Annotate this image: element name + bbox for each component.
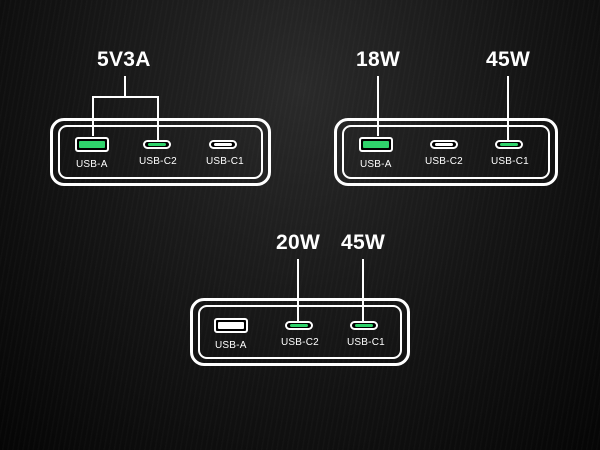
config-1-power-bank-outline bbox=[50, 118, 271, 186]
config-1-usb-a-port bbox=[75, 137, 109, 152]
config-2-usb-a-port bbox=[359, 137, 393, 152]
usb-c-port-icon bbox=[148, 143, 166, 146]
config-1-usb-c1-label: USB-C1 bbox=[206, 156, 244, 167]
usb-a-port-icon bbox=[218, 322, 244, 329]
config-1-port-panel bbox=[58, 125, 263, 179]
config-2-spec-label-a: 18W bbox=[356, 48, 401, 71]
config-3-usb-c2-port bbox=[285, 321, 313, 330]
config-1-usb-a-label: USB-A bbox=[76, 159, 108, 170]
config-3-spec-label-b: 45W bbox=[341, 231, 386, 254]
bracket-left-leg bbox=[92, 96, 94, 136]
config-2-usb-c2-label: USB-C2 bbox=[425, 156, 463, 167]
config-2-usb-c1-label: USB-C1 bbox=[491, 156, 529, 167]
bracket-stem bbox=[124, 76, 126, 97]
config-3-usb-c1-port bbox=[350, 321, 378, 330]
pointer-line bbox=[507, 76, 509, 141]
usb-a-port-icon bbox=[363, 141, 389, 148]
config-3-usb-a-label: USB-A bbox=[215, 340, 247, 351]
config-2-usb-c1-port bbox=[495, 140, 523, 149]
config-2-spec-label-b: 45W bbox=[486, 48, 531, 71]
pointer-line bbox=[362, 259, 364, 321]
bracket-bar bbox=[92, 96, 159, 98]
usb-c-port-icon bbox=[214, 143, 232, 146]
config-1-spec-label: 5V3A bbox=[97, 48, 151, 71]
config-2-power-bank-outline bbox=[334, 118, 558, 186]
config-1-usb-c2-label: USB-C2 bbox=[139, 156, 177, 167]
usb-c-port-icon bbox=[355, 324, 373, 327]
usb-c-port-icon bbox=[500, 143, 518, 146]
config-2-usb-c2-port bbox=[430, 140, 458, 149]
config-2-usb-a-label: USB-A bbox=[360, 159, 392, 170]
config-3-usb-c1-label: USB-C1 bbox=[347, 337, 385, 348]
config-1-usb-c1-port bbox=[209, 140, 237, 149]
usb-a-port-icon bbox=[79, 141, 105, 148]
config-2-port-panel bbox=[342, 125, 550, 179]
usb-c-port-icon bbox=[290, 324, 308, 327]
config-3-spec-label-a: 20W bbox=[276, 231, 321, 254]
config-3-port-panel bbox=[198, 305, 402, 359]
config-3-usb-a-port bbox=[214, 318, 248, 333]
pointer-line bbox=[377, 76, 379, 136]
config-3-usb-c2-label: USB-C2 bbox=[281, 337, 319, 348]
config-1-usb-c2-port bbox=[143, 140, 171, 149]
config-3-power-bank-outline bbox=[190, 298, 410, 366]
pointer-line bbox=[297, 259, 299, 321]
usb-c-port-icon bbox=[435, 143, 453, 146]
